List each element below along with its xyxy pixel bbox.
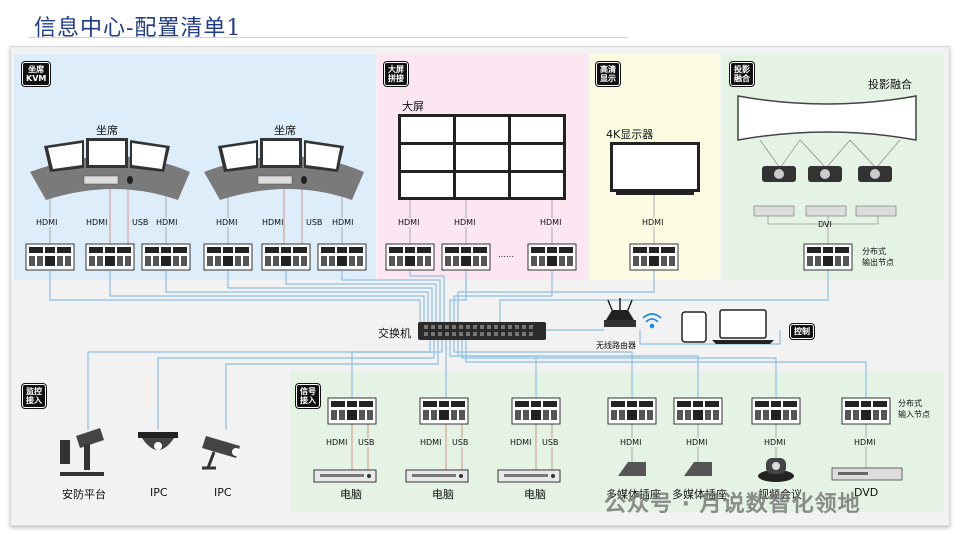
pc-icon — [313, 469, 377, 483]
input-node — [751, 397, 801, 425]
input-node — [327, 397, 377, 425]
caption-video-conference: 视频会议 — [758, 488, 802, 501]
hdmi-label: HDMI — [216, 218, 238, 227]
hdmi-label: HDMI — [332, 218, 354, 227]
output-node-label: 分布式 输出节点 — [862, 247, 894, 267]
zone-tag-control: 控制 — [789, 323, 815, 340]
hdmi-label: HDMI — [454, 218, 476, 227]
usb-label: USB — [358, 438, 375, 447]
caption-ipc: IPC — [214, 486, 232, 499]
input-node — [673, 397, 723, 425]
laptop-icon — [712, 309, 774, 344]
usb-label: USB — [452, 438, 469, 447]
hdmi-label: HDMI — [398, 218, 420, 227]
usb-label: USB — [542, 438, 559, 447]
seat-console-2 — [204, 138, 364, 200]
bullet-camera-icon — [202, 436, 240, 470]
hdmi-label: HDMI — [854, 438, 876, 447]
output-node — [141, 243, 191, 271]
output-node — [385, 243, 435, 271]
zone-tag-hd: 高清 显示 — [595, 61, 621, 87]
security-platform-icon — [60, 428, 104, 476]
signal-zone — [290, 372, 944, 512]
caption-pc: 电脑 — [340, 488, 362, 501]
page-title: 信息中心-配置清单1 — [34, 16, 242, 41]
wifi-signal-icon — [642, 313, 662, 329]
hdmi-label: HDMI — [642, 218, 664, 227]
switch-label: 交换机 — [378, 327, 411, 340]
output-node — [803, 243, 853, 271]
hdmi-label: HDMI — [36, 218, 58, 227]
caption-pc: 电脑 — [524, 488, 546, 501]
input-node — [419, 397, 469, 425]
pc-icon — [405, 469, 469, 483]
input-node-label: 分布式 输入节点 — [898, 399, 930, 419]
bigscreen-label: 大屏 — [402, 100, 424, 113]
ellipsis-label: …… — [498, 250, 514, 259]
caption-multimedia-socket: 多媒体插座 — [606, 488, 661, 501]
output-node — [85, 243, 135, 271]
output-node — [527, 243, 577, 271]
dvi-label: DVI — [818, 220, 832, 229]
seat-label-2: 坐席 — [274, 124, 296, 137]
tablet-icon — [681, 311, 707, 343]
caption-pc: 电脑 — [432, 488, 454, 501]
hdmi-label: HDMI — [686, 438, 708, 447]
dome-camera-icon — [138, 432, 178, 450]
signal-cables — [109, 180, 553, 470]
wifi-router-icon — [604, 298, 636, 327]
video-wall — [398, 114, 566, 200]
hdmi-label: HDMI — [420, 438, 442, 447]
zone-tag-monitoring: 监控 接入 — [21, 383, 47, 409]
zone-tag-kvm: 坐席 KVM — [20, 61, 52, 87]
display4k-label: 4K显示器 — [606, 128, 654, 141]
caption-ipc: IPC — [150, 486, 168, 499]
output-node — [25, 243, 75, 271]
title-underline — [28, 37, 628, 38]
hdmi-label: HDMI — [540, 218, 562, 227]
seat-label-1: 坐席 — [96, 124, 118, 137]
usb-label: USB — [306, 218, 323, 227]
caption-security-platform: 安防平台 — [62, 488, 106, 501]
hdmi-label: HDMI — [156, 218, 178, 227]
output-node — [203, 243, 253, 271]
zone-tag-signal: 信号 接入 — [295, 383, 321, 409]
input-node — [841, 397, 891, 425]
hdmi-label: HDMI — [326, 438, 348, 447]
zone-tag-screen: 大屏 拼接 — [383, 61, 409, 87]
display-4k — [610, 142, 700, 195]
input-node — [607, 397, 657, 425]
hdmi-label: HDMI — [86, 218, 108, 227]
hdmi-label: HDMI — [262, 218, 284, 227]
caption-dvd: DVD — [854, 486, 879, 499]
network-lines — [49, 270, 867, 430]
projection-label: 投影融合 — [868, 78, 912, 91]
seat-console-1 — [30, 138, 190, 200]
pc-icon — [497, 469, 561, 483]
usb-label: USB — [132, 218, 149, 227]
zone-tag-projection: 投影 融合 — [729, 61, 755, 87]
hdmi-label: HDMI — [620, 438, 642, 447]
network-switch — [418, 322, 546, 340]
watermark: 公众号 · 月说数智化领地 — [604, 492, 861, 517]
multimedia-socket-icon — [618, 462, 712, 476]
output-node — [317, 243, 367, 271]
hdmi-label: HDMI — [764, 438, 786, 447]
output-node — [261, 243, 311, 271]
caption-multimedia-socket: 多媒体插座 — [672, 488, 727, 501]
router-label: 无线路由器 — [596, 341, 636, 350]
dvd-player-icon — [831, 467, 903, 481]
output-node — [441, 243, 491, 271]
input-node — [511, 397, 561, 425]
hdmi-label: HDMI — [510, 438, 532, 447]
projection-screen — [737, 95, 917, 217]
video-conference-camera-icon — [758, 458, 794, 482]
output-node — [629, 243, 679, 271]
